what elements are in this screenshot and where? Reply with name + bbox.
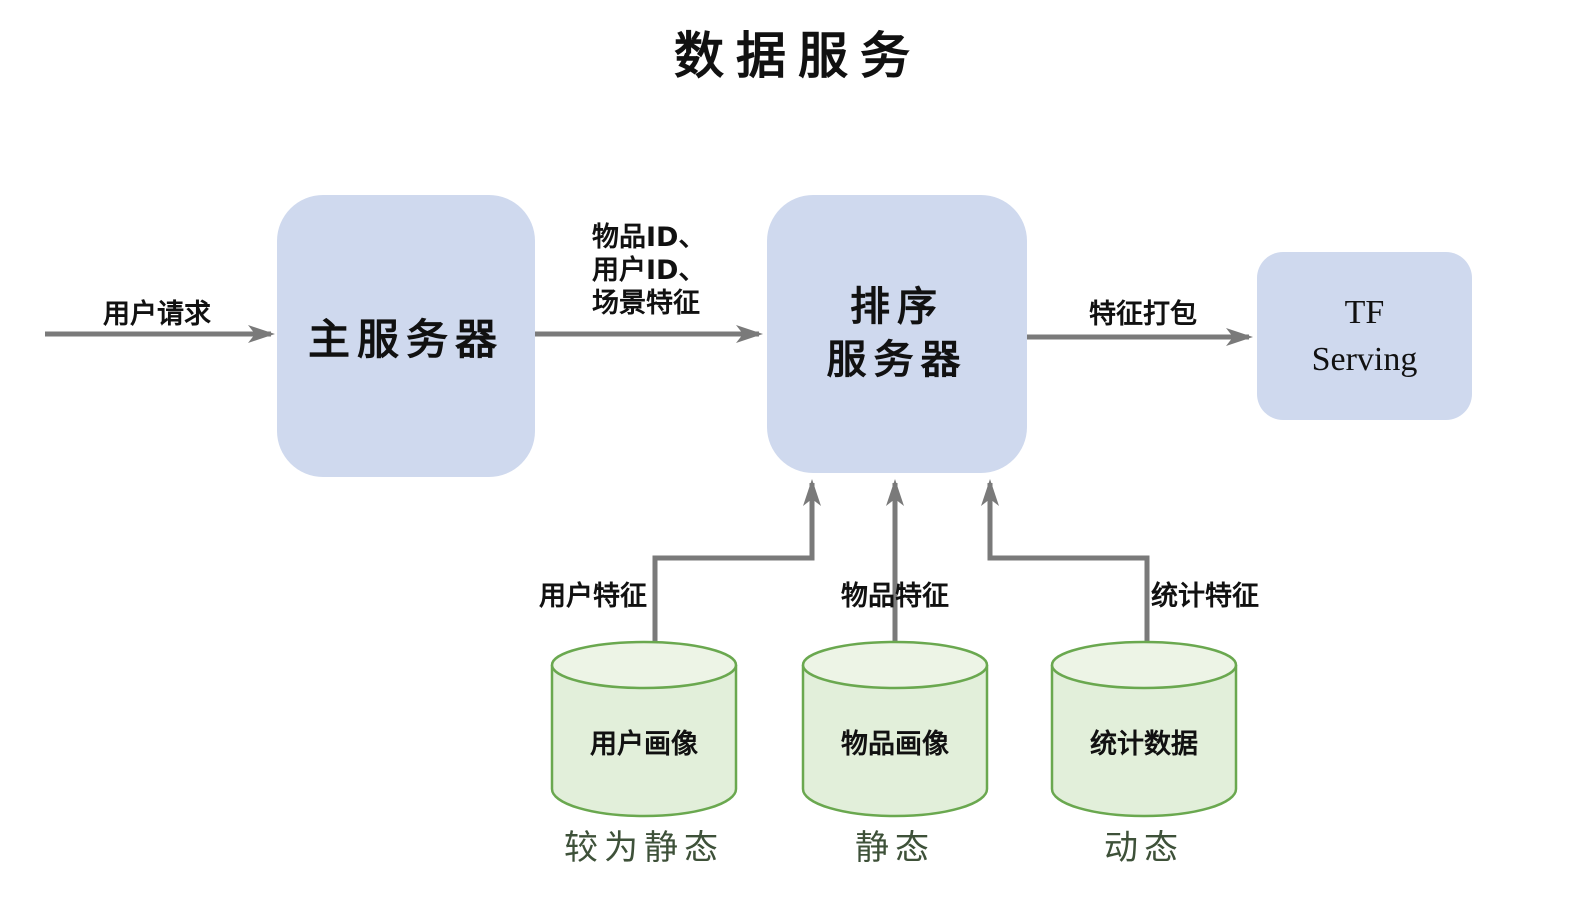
node-tf-serving-label-line-1: TF bbox=[1344, 294, 1385, 331]
node-main-server-label: 主服务器 bbox=[307, 314, 504, 364]
node-main-server: 主服务器 bbox=[277, 195, 535, 477]
node-tf-serving-label-line-2: Serving bbox=[1311, 341, 1418, 378]
label-feature-pack: 特征打包 bbox=[1089, 299, 1197, 330]
node-ranking-server-label-line-1: 排序 bbox=[850, 284, 944, 330]
label-user-features: 用户特征 bbox=[539, 581, 647, 612]
database-cylinder-icon bbox=[550, 640, 738, 818]
label-user-request: 用户请求 bbox=[103, 299, 211, 330]
label-item-id: 物品ID、 bbox=[592, 222, 706, 253]
database-cylinder-icon bbox=[1050, 640, 1238, 818]
database-category-label: 静态 bbox=[855, 828, 935, 868]
database-user-profile: 用户画像 bbox=[550, 640, 738, 818]
database-statistics: 统计数据 bbox=[1050, 640, 1238, 818]
database-item-profile: 物品画像 bbox=[801, 640, 989, 818]
node-ranking-server-label-line-2: 服务器 bbox=[826, 337, 968, 383]
label-user-id: 用户ID、 bbox=[592, 255, 706, 286]
database-category-label: 较为静态 bbox=[564, 828, 724, 868]
database-statistics-label: 统计数据 bbox=[1090, 729, 1198, 760]
database-user-profile-label: 用户画像 bbox=[590, 729, 698, 760]
connector-user-features bbox=[652, 479, 821, 641]
database-item-profile-label: 物品画像 bbox=[841, 729, 949, 760]
node-ranking-server: 排序 服务器 bbox=[767, 195, 1027, 473]
connector-stat-features bbox=[981, 479, 1150, 641]
label-item-features: 物品特征 bbox=[841, 581, 949, 612]
node-tf-serving: TF Serving bbox=[1257, 252, 1472, 420]
diagram-title: 数据服务 bbox=[674, 27, 922, 85]
label-item-user-scene: 物品ID、 用户ID、 场景特征 bbox=[592, 221, 705, 320]
label-scene-features: 场景特征 bbox=[592, 288, 700, 319]
database-cylinder-icon bbox=[801, 640, 989, 818]
database-category-label: 动态 bbox=[1104, 828, 1184, 868]
label-stat-features: 统计特征 bbox=[1151, 581, 1259, 612]
